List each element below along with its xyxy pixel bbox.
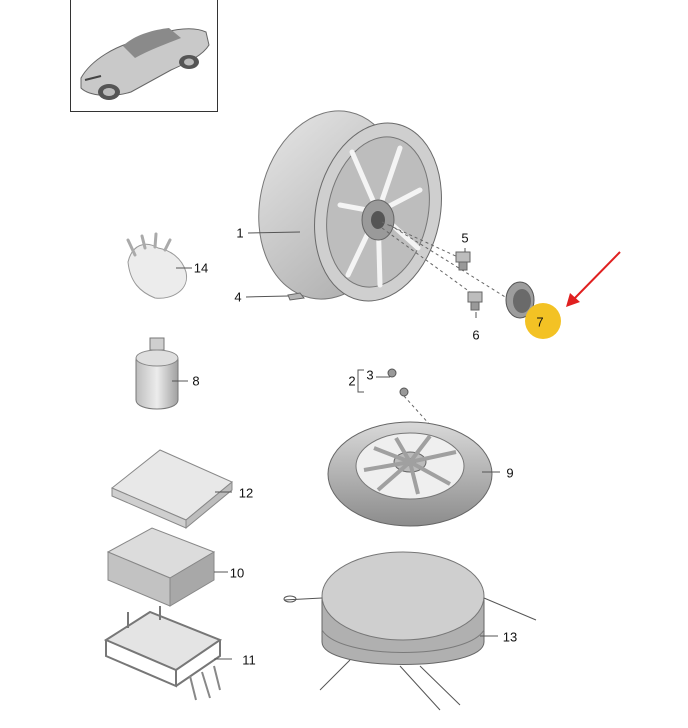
- tyre-bag-part-13[interactable]: [283, 551, 537, 711]
- callout-12[interactable]: 12: [238, 485, 254, 501]
- valve-part-3[interactable]: [387, 368, 409, 397]
- red-pointer-arrow: [566, 251, 621, 307]
- bag-part-12[interactable]: [111, 449, 233, 530]
- gloves-part-14[interactable]: [126, 232, 188, 299]
- wheel-bolt-part-5[interactable]: [455, 251, 471, 271]
- wheel-rim-part[interactable]: [242, 98, 458, 313]
- center-cap-part-7[interactable]: [505, 281, 561, 339]
- callout-11[interactable]: 11: [242, 652, 256, 668]
- callout-10[interactable]: 10: [229, 565, 245, 581]
- car-thumbnail-icon: [80, 28, 210, 100]
- callout-2[interactable]: 2: [348, 373, 356, 389]
- spare-tyre-part-9[interactable]: [327, 421, 493, 527]
- callout-13[interactable]: 13: [502, 629, 518, 645]
- callout-3[interactable]: 3: [366, 367, 374, 383]
- leader-1: [247, 231, 301, 234]
- highlight-marker: [525, 303, 561, 339]
- callout-1[interactable]: 1: [236, 225, 244, 241]
- bracket-2-3: [357, 369, 390, 393]
- callout-5[interactable]: 5: [461, 230, 469, 246]
- leader-4: [245, 295, 289, 298]
- callout-6[interactable]: 6: [472, 327, 480, 343]
- car-thumbnail[interactable]: [70, 0, 218, 112]
- canister-part-8[interactable]: [135, 337, 179, 410]
- box-part-10[interactable]: [106, 527, 216, 607]
- holder-part-11[interactable]: [103, 606, 223, 701]
- callout-9[interactable]: 9: [506, 465, 514, 481]
- wheel-bolt-part-6[interactable]: [467, 291, 483, 311]
- callout-4[interactable]: 4: [234, 289, 242, 305]
- valve-part-4[interactable]: [287, 292, 305, 301]
- assembly-lines: [381, 221, 511, 301]
- callout-14[interactable]: 14: [193, 260, 209, 276]
- callout-7[interactable]: 7: [536, 314, 544, 330]
- callout-8[interactable]: 8: [192, 373, 200, 389]
